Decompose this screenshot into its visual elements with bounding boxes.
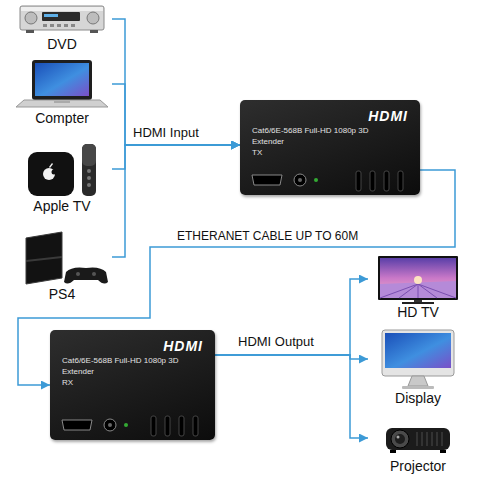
device-item: DVD [12,2,112,52]
device-item: PS4 [12,228,112,302]
model-text: TX [252,147,408,158]
projector-icon [386,428,450,453]
hdmi-connector [215,355,368,438]
display-icon [382,330,454,389]
hdmi-connector [215,279,368,355]
signal-label-box: HDMI Output [236,334,316,349]
signal-label: HDMI Output [236,334,316,349]
device-illustration [12,140,112,198]
device-illustration [12,2,112,36]
device-illustration [368,254,468,304]
laptop-icon [16,60,108,107]
hdmi-connector [112,145,240,169]
extender-box: HDMICat6/6E-568B Full-HD 1080p 3DExtende… [50,330,215,440]
hdmi-connector [112,19,240,145]
device-illustration [368,418,468,458]
extender-ports [62,416,198,436]
device-item: Compter [12,58,112,126]
device-item: Apple TV [12,140,112,214]
signal-label: HDMI Input [131,125,201,140]
appletv-icon [28,144,96,196]
device-item: Display [368,328,468,406]
signal-label-box: HDMI Input [131,125,201,140]
tv-icon [378,256,458,304]
cable-label: ETHERANET CABLE UP TO 60M [175,229,360,244]
brand-logo: HDMI [252,108,408,125]
extender-box: HDMICat6/6E-568B Full-HD 1080p 3DExtende… [240,100,420,195]
device-label: HD TV [368,304,468,320]
dvd-icon [20,6,104,33]
extender-panel [240,167,420,195]
device-label: Compter [12,110,112,126]
device-label: Projector [368,458,468,474]
device-label: PS4 [12,286,112,302]
extender-panel [50,412,215,440]
extender-ports [252,171,403,191]
model-text: Cat6/6E-568B Full-HD 1080p 3D [252,125,408,136]
device-illustration [12,58,112,110]
model-text: RX [62,377,203,388]
edge-label-box: ETHERANET CABLE UP TO 60M [175,229,360,244]
ps4-icon [26,232,108,284]
device-illustration [12,228,112,286]
device-label: Display [368,390,468,406]
device-label: DVD [12,36,112,52]
model-text: Cat6/6E-568B Full-HD 1080p 3D [62,355,203,366]
device-item: HD TV [368,254,468,320]
model-text: Extender [252,136,408,147]
device-item: Projector [368,418,468,474]
hdmi-connector [112,84,240,145]
device-illustration [368,328,468,390]
model-text: Extender [62,366,203,377]
brand-logo: HDMI [62,338,203,355]
device-label: Apple TV [12,198,112,214]
